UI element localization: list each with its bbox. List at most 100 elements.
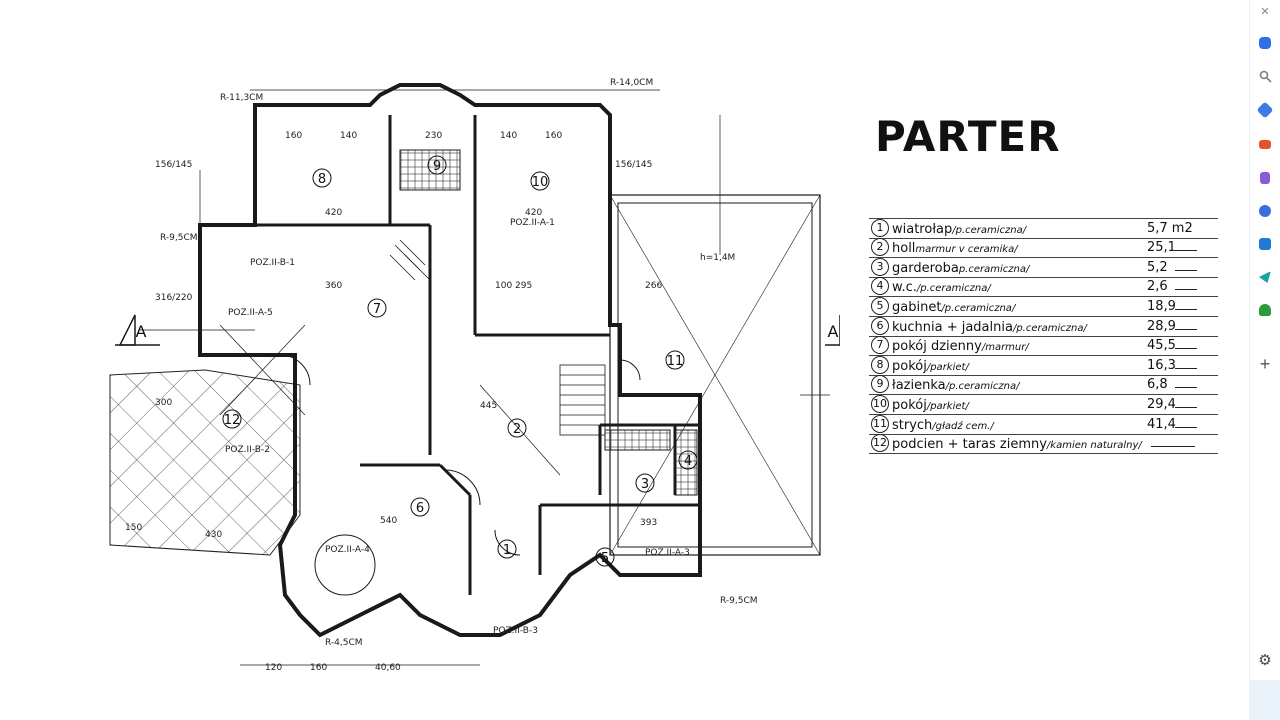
svg-text:140: 140	[500, 131, 517, 141]
svg-text:316/220: 316/220	[155, 293, 193, 303]
legend-area: 29,4	[1147, 396, 1176, 412]
legend-unit-dash	[1175, 269, 1197, 271]
copilot-icon[interactable]	[1255, 33, 1275, 53]
legend-unit-dash	[1151, 446, 1195, 448]
svg-text:100: 100	[495, 281, 512, 291]
svg-text:230: 230	[425, 131, 442, 141]
plan-lines	[109, 83, 860, 666]
section-label-right: A	[828, 322, 839, 341]
legend-finish: /parkiet/	[926, 361, 969, 373]
legend-number: 11	[871, 414, 889, 433]
legend-number: 12	[871, 434, 889, 453]
legend-unit-dash	[1175, 406, 1197, 408]
legend-finish: /gładź cem./	[932, 420, 994, 432]
tree-icon[interactable]	[1255, 300, 1275, 320]
svg-text:R-11,3CM: R-11,3CM	[220, 93, 263, 103]
svg-text:140: 140	[340, 131, 357, 141]
search-icon[interactable]	[1255, 66, 1275, 86]
legend-finish: /p.ceramiczna/	[916, 283, 991, 295]
legend-unit-dash	[1175, 387, 1197, 389]
svg-text:160: 160	[285, 131, 302, 141]
legend-number: 3	[871, 257, 889, 276]
legend-room-name: łazienka	[892, 378, 946, 394]
legend-unit-dash	[1175, 348, 1197, 350]
legend-unit-dash	[1175, 308, 1197, 310]
svg-text:445: 445	[480, 401, 497, 411]
room-number-3: 3	[641, 477, 649, 492]
room-markers: 1 2 3 4 5 6 7 8 9 10 11 12 A A	[136, 155, 839, 567]
m365-icon[interactable]	[1255, 201, 1275, 221]
legend-room-name: pokój	[892, 397, 927, 413]
room-number-6: 6	[416, 501, 424, 516]
svg-text:h=1,4M: h=1,4M	[700, 253, 735, 263]
send-icon[interactable]	[1255, 267, 1275, 287]
svg-text:POZ.II-A-1: POZ.II-A-1	[510, 218, 555, 228]
svg-text:POZ.II-B-2: POZ.II-B-2	[225, 445, 270, 455]
room-number-1: 1	[503, 543, 511, 558]
add-icon[interactable]: +	[1259, 354, 1271, 374]
legend-room-name: w.c.	[892, 280, 917, 296]
svg-text:266: 266	[645, 281, 662, 291]
svg-text:120: 120	[265, 663, 282, 673]
settings-icon[interactable]: ⚙	[1258, 652, 1272, 669]
legend-area: 18,9	[1147, 298, 1176, 314]
legend-number: 9	[871, 375, 889, 394]
legend-number: 8	[871, 355, 889, 374]
legend-number: 7	[871, 336, 889, 355]
legend-room-name: kuchnia + jadalnia	[892, 319, 1013, 335]
svg-text:POZ.II-B-3: POZ.II-B-3	[493, 626, 538, 636]
svg-text:POZ.II-A-5: POZ.II-A-5	[228, 308, 273, 318]
shopping-icon[interactable]	[1255, 100, 1275, 120]
room-number-4: 4	[684, 454, 692, 469]
legend-room-name: wiatrołap	[892, 221, 953, 237]
legend-finish: p.ceramiczna/	[958, 263, 1030, 275]
legend-room-name: pokój	[892, 358, 927, 374]
svg-text:150: 150	[125, 523, 142, 533]
svg-text:160: 160	[545, 131, 562, 141]
svg-text:40,60: 40,60	[375, 663, 401, 673]
legend-unit-dash	[1175, 367, 1197, 369]
legend-room-name: garderoba	[892, 260, 959, 276]
legend-unit-dash	[1175, 289, 1197, 291]
legend-finish: /kamien naturalny/	[1046, 440, 1142, 452]
svg-text:R-14,0CM: R-14,0CM	[610, 78, 653, 88]
browser-sidebar: ✕ + ⚙	[1249, 0, 1280, 720]
svg-text:420: 420	[525, 208, 542, 218]
sidebar-bottom-strip	[1250, 680, 1280, 720]
outlook-icon[interactable]	[1255, 234, 1275, 254]
svg-text:295: 295	[515, 281, 532, 291]
legend-room-name: holl	[892, 241, 916, 257]
games-icon[interactable]	[1255, 168, 1275, 188]
legend-area: 2,6	[1147, 279, 1168, 295]
close-icon[interactable]: ✕	[1260, 6, 1270, 18]
legend-area: 41,4	[1147, 416, 1176, 432]
svg-text:360: 360	[325, 281, 342, 291]
room-number-12: 12	[224, 413, 241, 428]
svg-text:R-4,5CM: R-4,5CM	[325, 638, 363, 648]
legend-finish: /marmur/	[981, 342, 1029, 354]
room-number-8: 8	[318, 172, 326, 187]
legend-number: 10	[871, 394, 889, 413]
legend-area: 5,2	[1147, 259, 1168, 275]
legend-room-name: podcien + taras ziemny	[892, 437, 1047, 453]
section-label-left: A	[136, 322, 147, 341]
svg-text:R-9,5CM: R-9,5CM	[160, 233, 198, 243]
svg-text:POZ.II-A-4: POZ.II-A-4	[325, 545, 370, 555]
legend-area: 45,5	[1147, 338, 1176, 354]
svg-text:540: 540	[380, 516, 397, 526]
svg-text:300: 300	[155, 398, 172, 408]
room-number-2: 2	[513, 422, 521, 437]
briefcase-icon[interactable]	[1255, 134, 1275, 154]
legend-area: 6,8	[1147, 377, 1168, 393]
legend-unit-dash	[1175, 250, 1197, 252]
